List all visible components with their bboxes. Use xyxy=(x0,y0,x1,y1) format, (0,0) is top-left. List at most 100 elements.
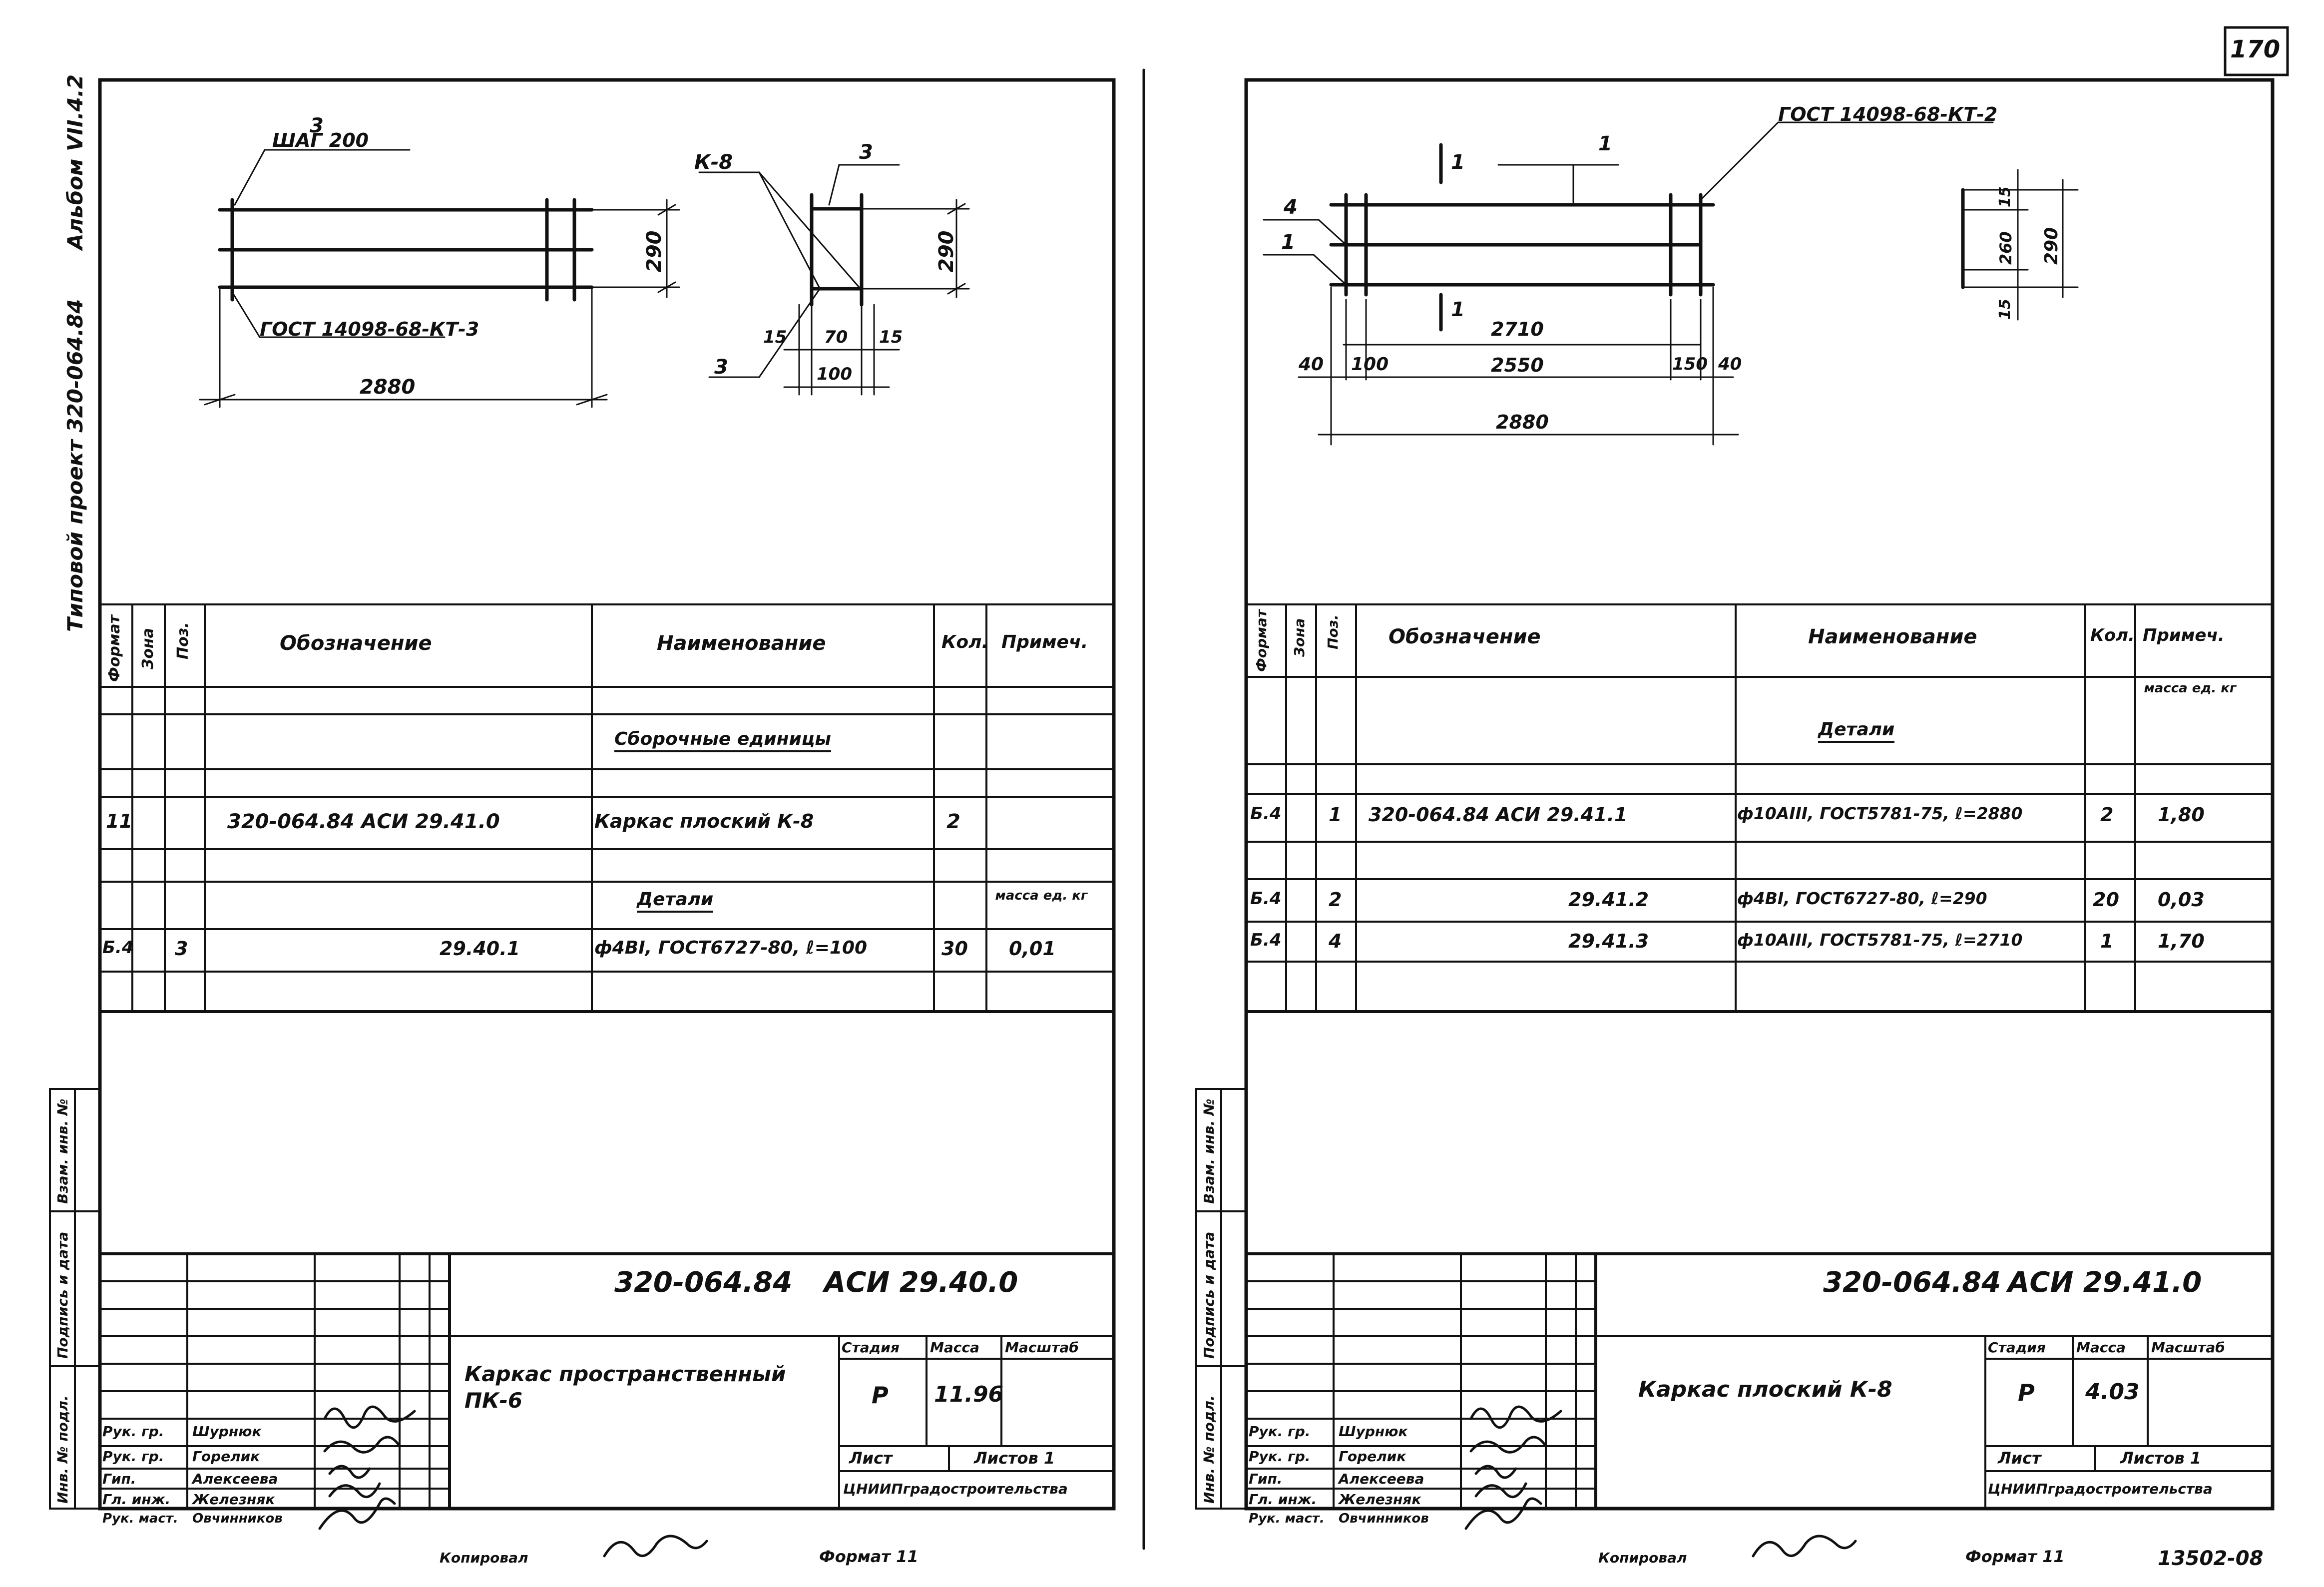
left-row2-designation: 29.40.1 xyxy=(440,938,520,960)
right-col-qty: Кол. xyxy=(2090,625,2135,645)
right-side-label-3: Инв. № подл. xyxy=(1201,1395,1217,1504)
left-row1-format: 11 xyxy=(106,810,132,832)
left-stage: Р xyxy=(872,1382,889,1409)
right-stage-label: Стадия xyxy=(1988,1339,2046,1356)
right-section-mark-bottom: 1 xyxy=(1451,298,1465,321)
right-format: Формат 11 xyxy=(1965,1547,2065,1566)
right-mass-note: масса ед. кг xyxy=(2144,681,2237,696)
left-dim-70: 70 xyxy=(824,327,848,347)
left-col-qty: Кол. xyxy=(941,632,989,652)
right-role-1: Рук. гр. xyxy=(1249,1423,1311,1440)
right-side-label-2: Подпись и дата xyxy=(1201,1231,1217,1359)
right-side-stamp xyxy=(1195,1088,1247,1510)
right-section-details: Детали xyxy=(1818,721,1895,743)
left-name-4: Железняк xyxy=(192,1491,275,1508)
left-dim-15b: 15 xyxy=(879,327,903,347)
right-row3-format: Б.4 xyxy=(1250,930,1282,950)
left-side-stamp xyxy=(49,1088,101,1510)
left-pos3-label: 3 xyxy=(310,114,324,137)
left-dim-15a: 15 xyxy=(763,327,787,347)
right-dim-40a: 40 xyxy=(1299,354,1324,375)
right-row2-note: 0,03 xyxy=(2158,889,2205,911)
left-col-name: Наименование xyxy=(657,632,826,655)
left-role-5: Рук. маст. xyxy=(102,1511,178,1526)
right-name-4: Железняк xyxy=(1339,1491,1421,1508)
right-row1-name: ф10АIII, ГОСТ5781-75, ℓ=2880 xyxy=(1737,804,2023,823)
left-section-assembly: Сборочные единицы xyxy=(614,730,831,752)
left-role-1: Рук. гр. xyxy=(102,1423,164,1440)
left-format: Формат 11 xyxy=(819,1547,919,1566)
left-name-2: Горелик xyxy=(192,1448,260,1465)
left-title-grid xyxy=(98,1252,1115,1510)
left-object-name: Каркас пространственный ПК-6 xyxy=(465,1362,786,1413)
left-role-4: Гл. инж. xyxy=(102,1491,171,1508)
left-side-label-3: Инв. № подл. xyxy=(54,1395,71,1504)
left-k8-label: К-8 xyxy=(694,151,733,174)
left-pos3c-label: 3 xyxy=(714,356,728,379)
left-sheets-label: Листов 1 xyxy=(974,1449,1055,1468)
left-row2-format: Б.4 xyxy=(102,938,134,958)
right-scale-label: Масштаб xyxy=(2151,1339,2225,1356)
right-row3-name: ф10АIII, ГОСТ5781-75, ℓ=2710 xyxy=(1737,930,2023,950)
right-elevation-dims xyxy=(1263,121,1994,446)
left-section xyxy=(810,193,864,307)
right-mass-label: Масса xyxy=(2076,1339,2126,1356)
right-section-dims xyxy=(1962,169,2079,321)
right-row2-qty: 20 xyxy=(2093,889,2119,911)
right-col-note: Примеч. xyxy=(2143,625,2225,645)
right-pos4: 4 xyxy=(1284,196,1298,219)
right-weld-standard: ГОСТ 14098-68-КТ-2 xyxy=(1778,103,1998,125)
right-elevation xyxy=(1329,143,1715,332)
left-row1-qty: 2 xyxy=(946,810,960,833)
right-side-label-1: Взам. инв. № xyxy=(1201,1098,1217,1204)
left-doc-mark: АСИ 29.40.0 xyxy=(824,1266,1018,1299)
right-row2-name: ф4ВI, ГОСТ6727-80, ℓ=290 xyxy=(1737,889,1987,908)
binder-project: Типовой проект 320-064.84 xyxy=(63,299,87,632)
left-spec-grid xyxy=(98,603,1115,1013)
right-name-2: Горелик xyxy=(1339,1448,1406,1465)
left-mass: 11.96 xyxy=(934,1382,1004,1407)
left-name-5: Овчинников xyxy=(192,1511,283,1526)
left-dim-height: 290 xyxy=(643,230,666,273)
left-elevation xyxy=(218,198,594,302)
left-elevation-dims xyxy=(199,149,680,408)
right-spec-grid xyxy=(1245,603,2274,1013)
page-number-box xyxy=(2224,26,2289,76)
right-doc-mark: АСИ 29.41.0 xyxy=(2008,1266,2202,1299)
binder-album: Альбом VII.4.2 xyxy=(63,74,87,250)
right-row2-format: Б.4 xyxy=(1250,889,1282,909)
left-role-3: Гип. xyxy=(102,1471,136,1487)
right-dim-2710: 2710 xyxy=(1491,318,1544,340)
left-row2-note: 0,01 xyxy=(1009,938,1056,960)
left-col-zone: Зона xyxy=(139,628,157,669)
right-name-3: Алексеева xyxy=(1339,1471,1424,1487)
right-name-1: Шурнюк xyxy=(1339,1423,1408,1440)
left-name-1: Шурнюк xyxy=(192,1423,262,1440)
right-col-designation: Обозначение xyxy=(1389,625,1541,648)
left-dim-length: 2880 xyxy=(360,376,416,399)
left-name-3: Алексеева xyxy=(192,1471,278,1487)
right-section-mark-top: 1 xyxy=(1451,151,1465,174)
left-copied: Копировал xyxy=(440,1550,528,1566)
left-doc-code: 320-064.84 xyxy=(614,1266,793,1299)
left-sheet-label: Лист xyxy=(849,1449,893,1468)
right-sheet-label: Лист xyxy=(1998,1449,2041,1468)
right-row1-qty: 2 xyxy=(2100,804,2114,826)
left-col-format: Формат xyxy=(106,615,123,682)
right-order-number: 13502-08 xyxy=(2158,1547,2264,1570)
right-row3-qty: 1 xyxy=(2100,930,2114,952)
left-side-label-1: Взам. инв. № xyxy=(54,1098,71,1204)
left-row2-pos: 3 xyxy=(175,938,188,960)
right-org: ЦНИИПградостроительства xyxy=(1988,1481,2213,1497)
right-dim-40b: 40 xyxy=(1718,354,1742,374)
left-dim-100: 100 xyxy=(817,364,852,384)
left-pos3b-label: 3 xyxy=(859,141,873,164)
left-side-label-2: Подпись и дата xyxy=(54,1231,71,1359)
left-mass-label: Масса xyxy=(930,1339,979,1356)
right-dim-150: 150 xyxy=(1672,354,1708,374)
right-row2-pos: 2 xyxy=(1329,889,1342,911)
right-dim-260: 260 xyxy=(1996,231,2015,265)
left-section-dim-height: 290 xyxy=(935,230,958,273)
right-col-pos: Поз. xyxy=(1325,614,1341,649)
